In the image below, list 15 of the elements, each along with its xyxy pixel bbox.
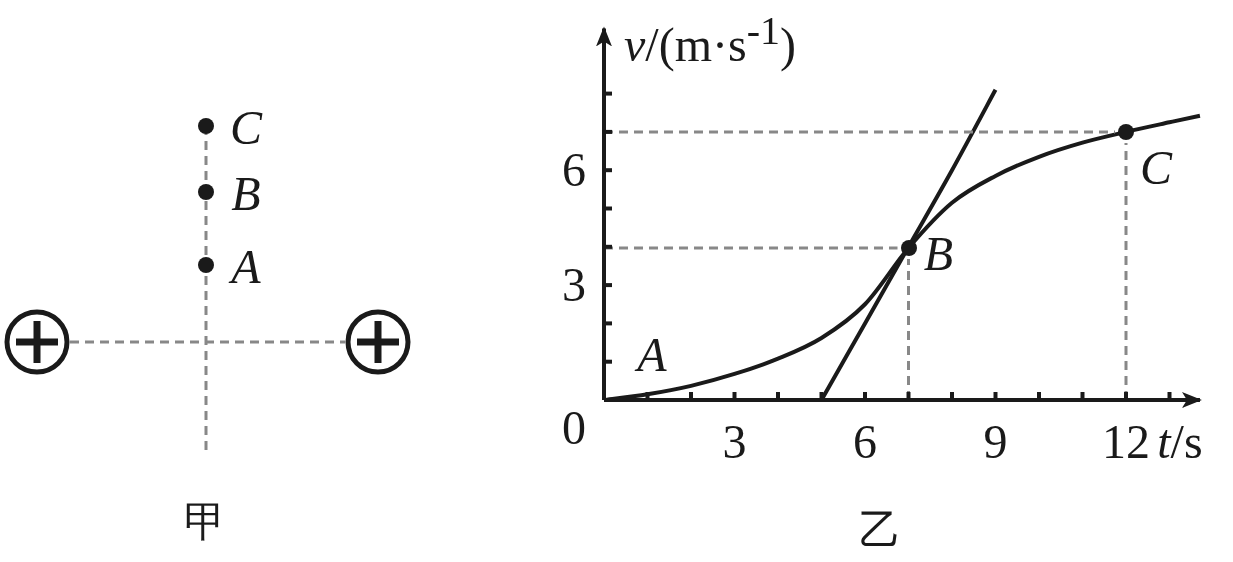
tick-label: 3	[722, 418, 747, 466]
point-label: C	[1140, 144, 1172, 192]
figure-label: 乙	[859, 509, 901, 551]
tick-label: 12	[1102, 418, 1150, 466]
tick-label: 6	[853, 418, 877, 466]
tick-label: 0	[562, 404, 586, 452]
point-label: B	[923, 230, 954, 278]
figure-label: 甲	[184, 501, 226, 543]
point-label: B	[231, 170, 261, 218]
axis-title: t/s	[1157, 418, 1203, 466]
dashed-line	[70, 340, 345, 344]
tick-label: 6	[562, 146, 586, 195]
tick-label: 9	[983, 418, 1008, 466]
point-label: C	[230, 104, 262, 152]
tick-label: 3	[562, 261, 586, 310]
